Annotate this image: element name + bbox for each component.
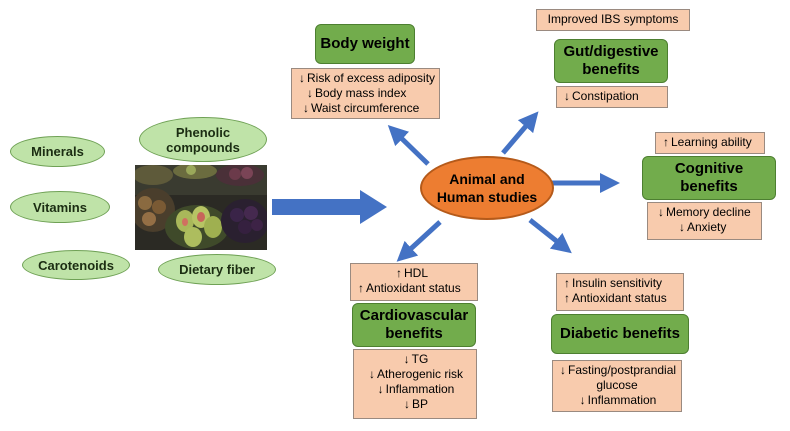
down-arrow-icon: ↓ (579, 393, 586, 407)
up-arrow-icon: ↑ (358, 281, 364, 295)
diabetic-title: Diabetic benefits (559, 325, 681, 342)
arrow-to-cardio (396, 220, 442, 262)
phenolic-label-1: Phenolic (175, 124, 231, 140)
minerals-label: Minerals (31, 144, 84, 159)
arrow-to-body-weight (387, 125, 430, 166)
cognitive-title-box: Cognitive benefits (642, 156, 776, 200)
effect-item: ↑Insulin sensitivity (564, 276, 663, 290)
body-weight-title-box: Body weight (315, 24, 415, 64)
gut-top-box: Improved IBS symptoms (536, 9, 690, 31)
body-weight-effects: ↓Risk of excess adiposity ↓Body mass ind… (291, 68, 440, 119)
dietary-fiber-label: Dietary fiber (179, 262, 255, 277)
effect-item: ↓Body mass index (307, 86, 407, 100)
cardio-title-box: Cardiovascular benefits (352, 303, 476, 347)
effect-item: ↑Antioxidant status (564, 291, 667, 305)
cardio-effects: ↓TG ↓Atherogenic risk ↓Inflammation ↓BP (353, 349, 477, 419)
diabetic-top-box: ↑Insulin sensitivity ↑Antioxidant status (556, 273, 684, 311)
effect-item: ↓Constipation (564, 89, 639, 103)
cardio-title-1: Cardiovascular (359, 307, 469, 324)
vitamins-label: Vitamins (33, 199, 87, 215)
effect-item: ↓TG (403, 352, 429, 366)
gut-title-box: Gut/digestive benefits (554, 39, 668, 83)
down-arrow-icon: ↓ (303, 101, 309, 115)
vitamins-ellipse: Vitamins (10, 191, 110, 223)
arrow-to-diabetic (528, 218, 572, 254)
down-arrow-icon: ↓ (403, 352, 410, 366)
cognitive-effects: ↓Memory decline ↓Anxiety (647, 202, 762, 240)
up-arrow-icon: ↑ (564, 276, 570, 290)
cardio-top-box: ↑HDL ↑Antioxidant status (350, 263, 478, 301)
dietary-fiber-ellipse: Dietary fiber (158, 254, 276, 285)
effect-item: ↓Inflammation (579, 393, 657, 407)
effect-item: ↓Anxiety (679, 220, 727, 234)
minerals-ellipse: Minerals (10, 136, 105, 167)
diabetic-effects: ↓Fasting/postprandial glucose ↓Inflammat… (552, 360, 682, 412)
down-arrow-icon: ↓ (377, 382, 384, 396)
figs-photo (135, 165, 267, 250)
effect-item: ↑HDL (396, 266, 429, 280)
down-arrow-icon: ↓ (658, 205, 664, 219)
effect-item: ↓Waist circumference (303, 101, 420, 115)
effect-item: ↓Memory decline (658, 205, 751, 219)
phenolic-ellipse: Phenolic compounds (139, 117, 267, 162)
effect-item: ↓BP (403, 397, 428, 411)
effect-item: ↓Fasting/postprandial (560, 363, 677, 377)
gut-title-2: benefits (582, 61, 640, 78)
cardio-title-2: benefits (385, 325, 443, 342)
gut-title-1: Gut/digestive (563, 43, 659, 60)
up-arrow-icon: ↑ (663, 135, 669, 149)
diabetic-title-box: Diabetic benefits (551, 314, 689, 354)
effect-item: ↑Learning ability (663, 135, 752, 149)
down-arrow-icon: ↓ (368, 367, 375, 381)
up-arrow-icon: ↑ (564, 291, 570, 305)
down-arrow-icon: ↓ (679, 220, 685, 234)
phenolic-label-2: compounds (166, 139, 240, 155)
center-label-2: Human studies (436, 189, 538, 205)
down-arrow-icon: ↓ (564, 89, 570, 103)
effect-item: ↓Risk of excess adiposity (299, 71, 436, 85)
center-oval: Animal and Human studies (420, 156, 554, 220)
main-arrow (272, 190, 387, 224)
cognitive-top-box: ↑Learning ability (655, 132, 765, 154)
carotenoids-ellipse: Carotenoids (22, 250, 130, 280)
arrow-to-gut (501, 111, 539, 155)
body-weight-title: Body weight (320, 35, 410, 52)
carotenoids-label: Carotenoids (38, 257, 114, 273)
center-label-1: Animal and (449, 171, 525, 187)
up-arrow-icon: ↑ (396, 266, 402, 280)
down-arrow-icon: ↓ (560, 363, 566, 377)
gut-top-text: Improved IBS symptoms (547, 12, 679, 26)
down-arrow-icon: ↓ (299, 71, 305, 85)
effect-item: ↓Inflammation (377, 382, 455, 396)
down-arrow-icon: ↓ (403, 397, 410, 411)
effect-item: ↓Atherogenic risk (368, 367, 464, 381)
gut-effects: ↓Constipation (556, 86, 668, 108)
effect-item: glucose (596, 378, 638, 392)
down-arrow-icon: ↓ (307, 86, 313, 100)
cognitive-title-1: Cognitive (674, 160, 744, 177)
cognitive-title-2: benefits (680, 178, 738, 195)
effect-item: ↑Antioxidant status (358, 281, 461, 295)
